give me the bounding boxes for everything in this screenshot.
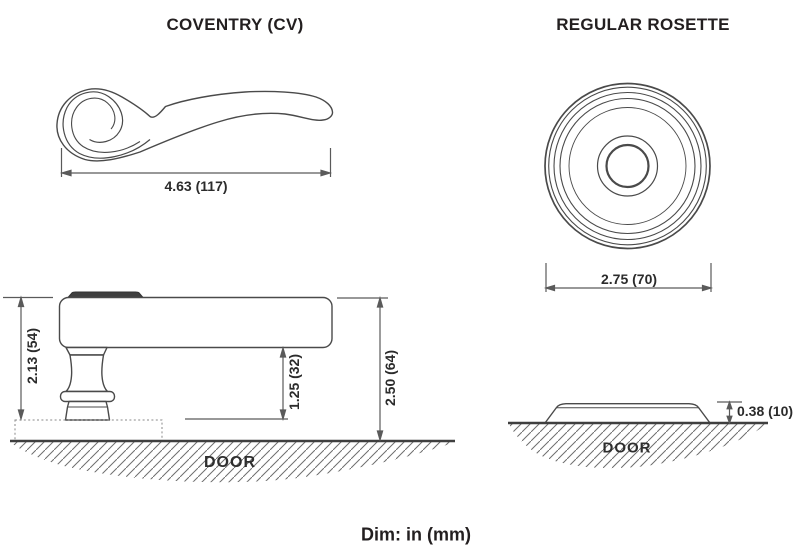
dimension-units-note: Dim: in (mm) [361,524,471,545]
rosette-side-profile [544,403,711,424]
lever-length-dimension-label: 4.63 (117) [164,178,228,194]
rosette-front-view [544,82,711,250]
lever-stem-collar [59,390,116,403]
lever-stem-neck [65,354,109,393]
rosette-ring-5 [568,107,687,225]
lever-side-body [58,296,333,349]
lever-height-dimension-lines [3,295,53,422]
lever-scroll-detail-inner [71,97,141,153]
lever-projection-dimension-label: 2.50 (64) [382,349,398,407]
lever-scroll-detail-outer [62,91,151,159]
lever-front-view [56,88,334,162]
lever-grip-cap [67,291,144,298]
rosette-hidden-outline [14,419,163,442]
rosette-spindle-hole [605,143,650,189]
lever-length-dimension-lines [59,148,333,177]
lever-stem-base [64,400,111,421]
rosette-diameter-dimension-lines [543,263,714,292]
lever-projection-dimension-lines [337,295,388,443]
rosette-outer-ring [544,82,711,250]
rosette-ring-3 [553,91,702,241]
rosette-diameter-dimension-label: 2.75 (70) [600,271,658,287]
rosette-thickness-dimension-label: 0.38 (10) [736,403,794,419]
door-label-right: DOOR [602,439,652,457]
lever-height-dimension-label: 2.13 (54) [24,327,40,385]
rosette-ring-2 [548,86,707,246]
regular-rosette-title: REGULAR ROSETTE [556,15,730,34]
coventry-title: COVENTRY (CV) [166,15,304,34]
lever-front-outline [56,88,334,162]
door-hatching-left [10,442,455,483]
lever-stem-flange [65,346,108,356]
lever-clearance-dimension-label: 1.25 (32) [286,353,302,411]
rosette-ring-4 [559,97,696,235]
rosette-thickness-dimension-lines [717,400,742,425]
door-label-left: DOOR [204,454,256,471]
lever-clearance-dimension-lines [185,345,288,422]
door-hatching-right [509,424,767,469]
lever-side-view [58,291,333,421]
rosette-boss-ring [596,135,659,197]
